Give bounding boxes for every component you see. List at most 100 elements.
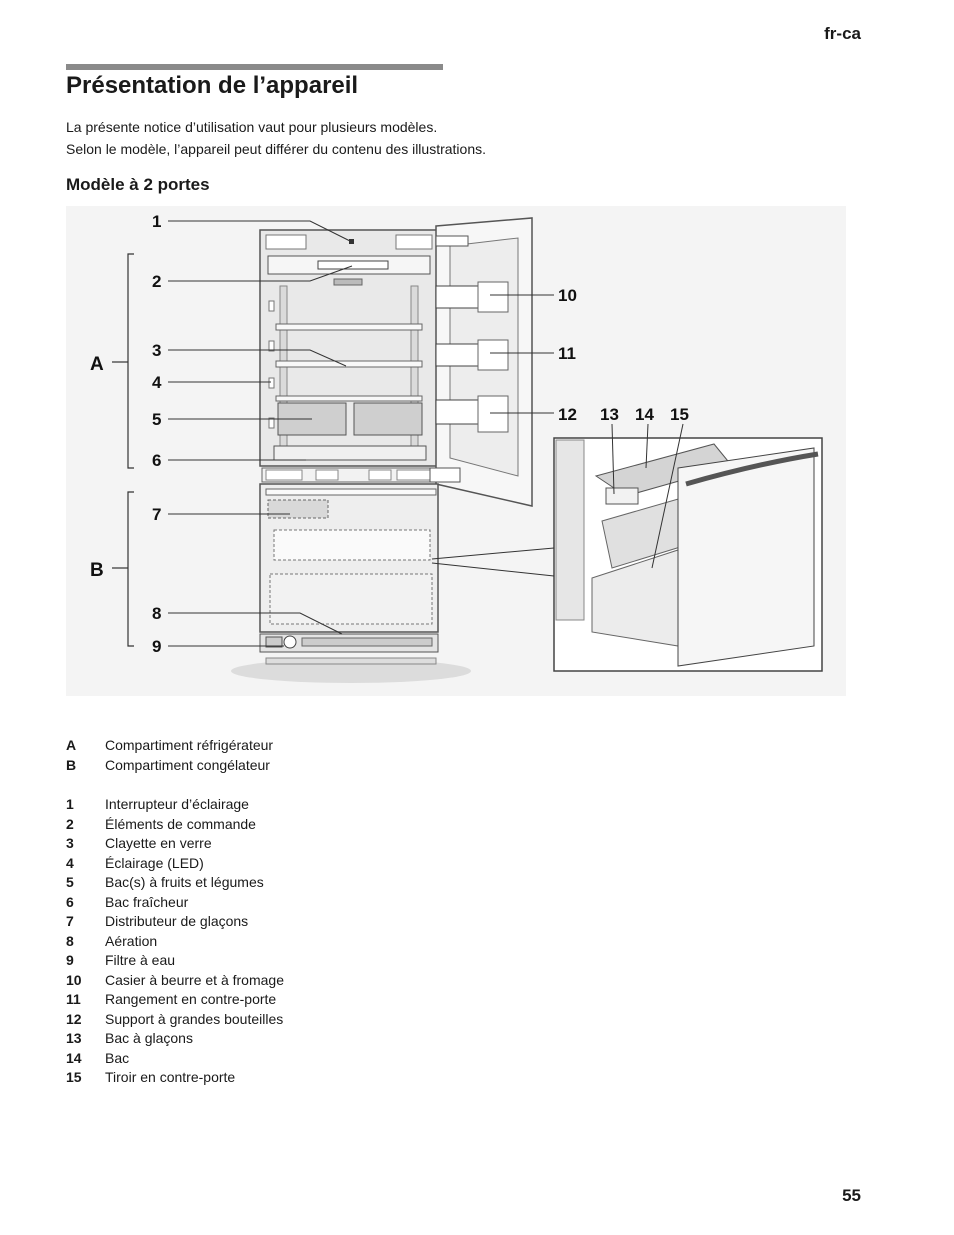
open-door	[429, 217, 533, 507]
legend-key: 6	[66, 893, 74, 910]
legend-key: 15	[66, 1069, 82, 1085]
legend-key: 11	[66, 991, 81, 1007]
legend-text: Bac à glaçons	[105, 1030, 193, 1046]
callout-label: 9	[152, 637, 161, 656]
legend-text: Compartiment congélateur	[105, 756, 270, 773]
legend-key: A	[66, 737, 77, 753]
intro-line: La présente notice d’utilisation vaut po…	[66, 119, 438, 135]
ventilation	[269, 573, 433, 625]
legend-key: 4	[66, 854, 74, 871]
legend-text: Filtre à eau	[105, 952, 176, 968]
legend-text: Bac(s) à fruits et légumes	[105, 874, 264, 890]
legend-row: 8 Aération	[66, 932, 284, 952]
callout-label: 4	[152, 373, 162, 392]
legend-row: 1 Interrupteur d’éclairage	[66, 795, 284, 815]
light-switch	[349, 239, 354, 244]
callout-label: 11	[558, 344, 576, 363]
bottle-holder	[435, 395, 509, 433]
legend-row: 13 Bac à glaçons	[66, 1029, 284, 1049]
drawer-detail-inset	[553, 437, 823, 672]
legend-key: 12	[66, 1010, 82, 1027]
legend-key: 8	[66, 932, 74, 949]
legend-text: Distributeur de glaçons	[105, 913, 249, 929]
floor-shadow	[231, 659, 471, 683]
intro-line: Selon le modèle, l’appareil peut différe…	[66, 141, 486, 157]
refrigerator-compartment	[259, 229, 439, 483]
page-title: Présentation de l’appareil	[66, 72, 359, 99]
glass-shelf	[275, 360, 423, 368]
legend-text: Interrupteur d’éclairage	[105, 796, 249, 812]
fresh-drawer	[273, 445, 427, 461]
legend-key: 9	[66, 952, 74, 968]
legend-row: 3 Clayette en verre	[66, 834, 284, 854]
appliance-figure: 1 2 3 4 5 6 7 8 9 10 11 12 13 14 15 A B	[66, 206, 846, 696]
legend-row: 12 Support à grandes bouteilles	[66, 1010, 284, 1030]
legend-key: 3	[66, 835, 74, 851]
control-panel	[317, 260, 389, 270]
callout-label: 12	[558, 405, 577, 424]
freezer-compartment	[259, 483, 439, 665]
legend-text: Aération	[105, 932, 158, 949]
callout-label: 14	[635, 405, 654, 424]
glass-shelf	[275, 323, 423, 331]
callout-label: 15	[670, 405, 689, 424]
legend-key: 2	[66, 815, 74, 832]
legend-row: 15 Tiroir en contre-porte	[66, 1068, 284, 1088]
callout-label: 13	[600, 405, 619, 424]
group-label: A	[90, 354, 104, 375]
title-rule	[66, 64, 443, 70]
legend-key: 7	[66, 913, 74, 929]
legend-row: 10 Casier à beurre et à fromage	[66, 971, 284, 991]
led-light	[268, 377, 275, 389]
legend-row: 5 Bac(s) à fruits et légumes	[66, 873, 284, 893]
door-storage	[435, 339, 509, 371]
legend-text: Éléments de commande	[105, 815, 256, 832]
legend-compartments: A Compartiment réfrigérateur B Compartim…	[66, 736, 273, 775]
legend-text: Clayette en verre	[105, 835, 212, 851]
appliance-illustration: 1 2 3 4 5 6 7 8 9 10 11 12 13 14 15 A B	[66, 206, 846, 696]
ice-dispenser	[267, 499, 329, 519]
legend-row: 11 Rangement en contre-porte	[66, 990, 284, 1010]
legend-text: Éclairage (LED)	[105, 854, 204, 871]
legend-row: 2 Éléments de commande	[66, 815, 284, 835]
section-subheading: Modèle à 2 portes	[66, 175, 210, 194]
ice-bin	[605, 487, 639, 505]
crisper-drawer	[353, 402, 423, 436]
intro-text: La présente notice d’utilisation vaut po…	[66, 116, 486, 160]
legend-row: A Compartiment réfrigérateur	[66, 736, 273, 756]
legend-components: 1 Interrupteur d’éclairage 2 Éléments de c…	[66, 795, 284, 1088]
callout-label: 5	[152, 410, 161, 429]
callout-label: 7	[152, 505, 161, 524]
callout-label: 2	[152, 272, 161, 291]
callout-label: 1	[152, 212, 161, 231]
callout-label: 8	[152, 604, 161, 623]
legend-key: 10	[66, 971, 82, 988]
legend-key: B	[66, 756, 77, 773]
legend-key: 14	[66, 1049, 82, 1066]
callout-label: 6	[152, 451, 161, 470]
legend-text: Support à grandes bouteilles	[105, 1010, 284, 1027]
legend-text: Bac fraîcheur	[105, 893, 189, 910]
legend-text: Casier à beurre et à fromage	[105, 971, 284, 988]
legend-text: Bac	[105, 1049, 130, 1066]
legend-key: 5	[66, 874, 74, 890]
butter-cheese-compartment	[435, 281, 509, 313]
legend-text: Compartiment réfrigérateur	[105, 737, 274, 753]
legend-row: 7 Distributeur de glaçons	[66, 912, 284, 932]
legend-row: 14 Bac	[66, 1049, 284, 1069]
callout-label: 10	[558, 286, 577, 305]
legend-row: B Compartiment congélateur	[66, 756, 273, 776]
legend-row: 6 Bac fraîcheur	[66, 893, 284, 913]
legend-key: 1	[66, 796, 74, 812]
legend-text: Tiroir en contre-porte	[105, 1069, 236, 1085]
legend-row: 4 Éclairage (LED)	[66, 854, 284, 874]
legend-text: Rangement en contre-porte	[105, 991, 277, 1007]
legend-key: 13	[66, 1030, 82, 1046]
legend-row: 9 Filtre à eau	[66, 951, 284, 971]
water-filter	[283, 635, 297, 649]
language-code: fr-ca	[824, 24, 861, 43]
page-number: 55	[842, 1186, 861, 1205]
callout-label: 3	[152, 341, 161, 360]
door-drawer	[677, 447, 815, 667]
group-label: B	[90, 560, 104, 581]
